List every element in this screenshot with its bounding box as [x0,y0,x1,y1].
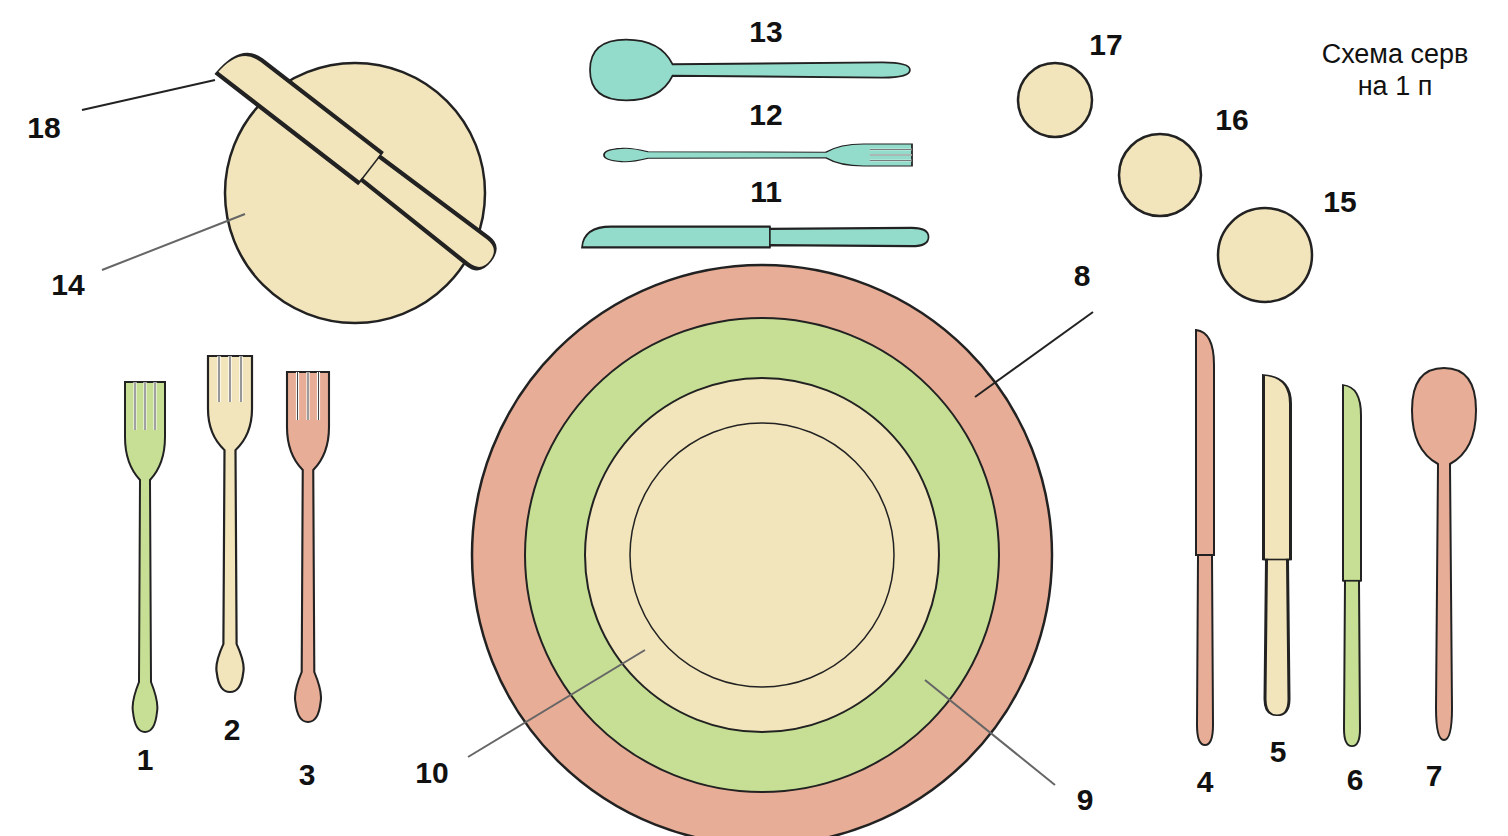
callout-number: 11 [750,177,782,207]
callout-number: 15 [1323,187,1356,217]
callout-number: 13 [749,17,782,47]
callout-number: 4 [1197,767,1214,797]
title: Схема серв на 1 п [1306,38,1484,103]
callout-number: 17 [1089,30,1122,60]
callout-number: 7 [1426,761,1443,791]
callout-number: 2 [224,715,241,745]
callout-number: 6 [1347,765,1364,795]
callout-number: 3 [299,760,316,790]
callout-number: 16 [1215,105,1248,135]
callout-number: 8 [1074,261,1091,291]
callout-number: 9 [1077,785,1094,815]
callout-number: 5 [1270,737,1287,767]
callout-number: 12 [749,100,782,130]
callout-number: 14 [51,270,84,300]
callout-number: 18 [27,113,60,143]
callout-number: 1 [137,745,154,775]
callout-number: 10 [415,758,448,788]
